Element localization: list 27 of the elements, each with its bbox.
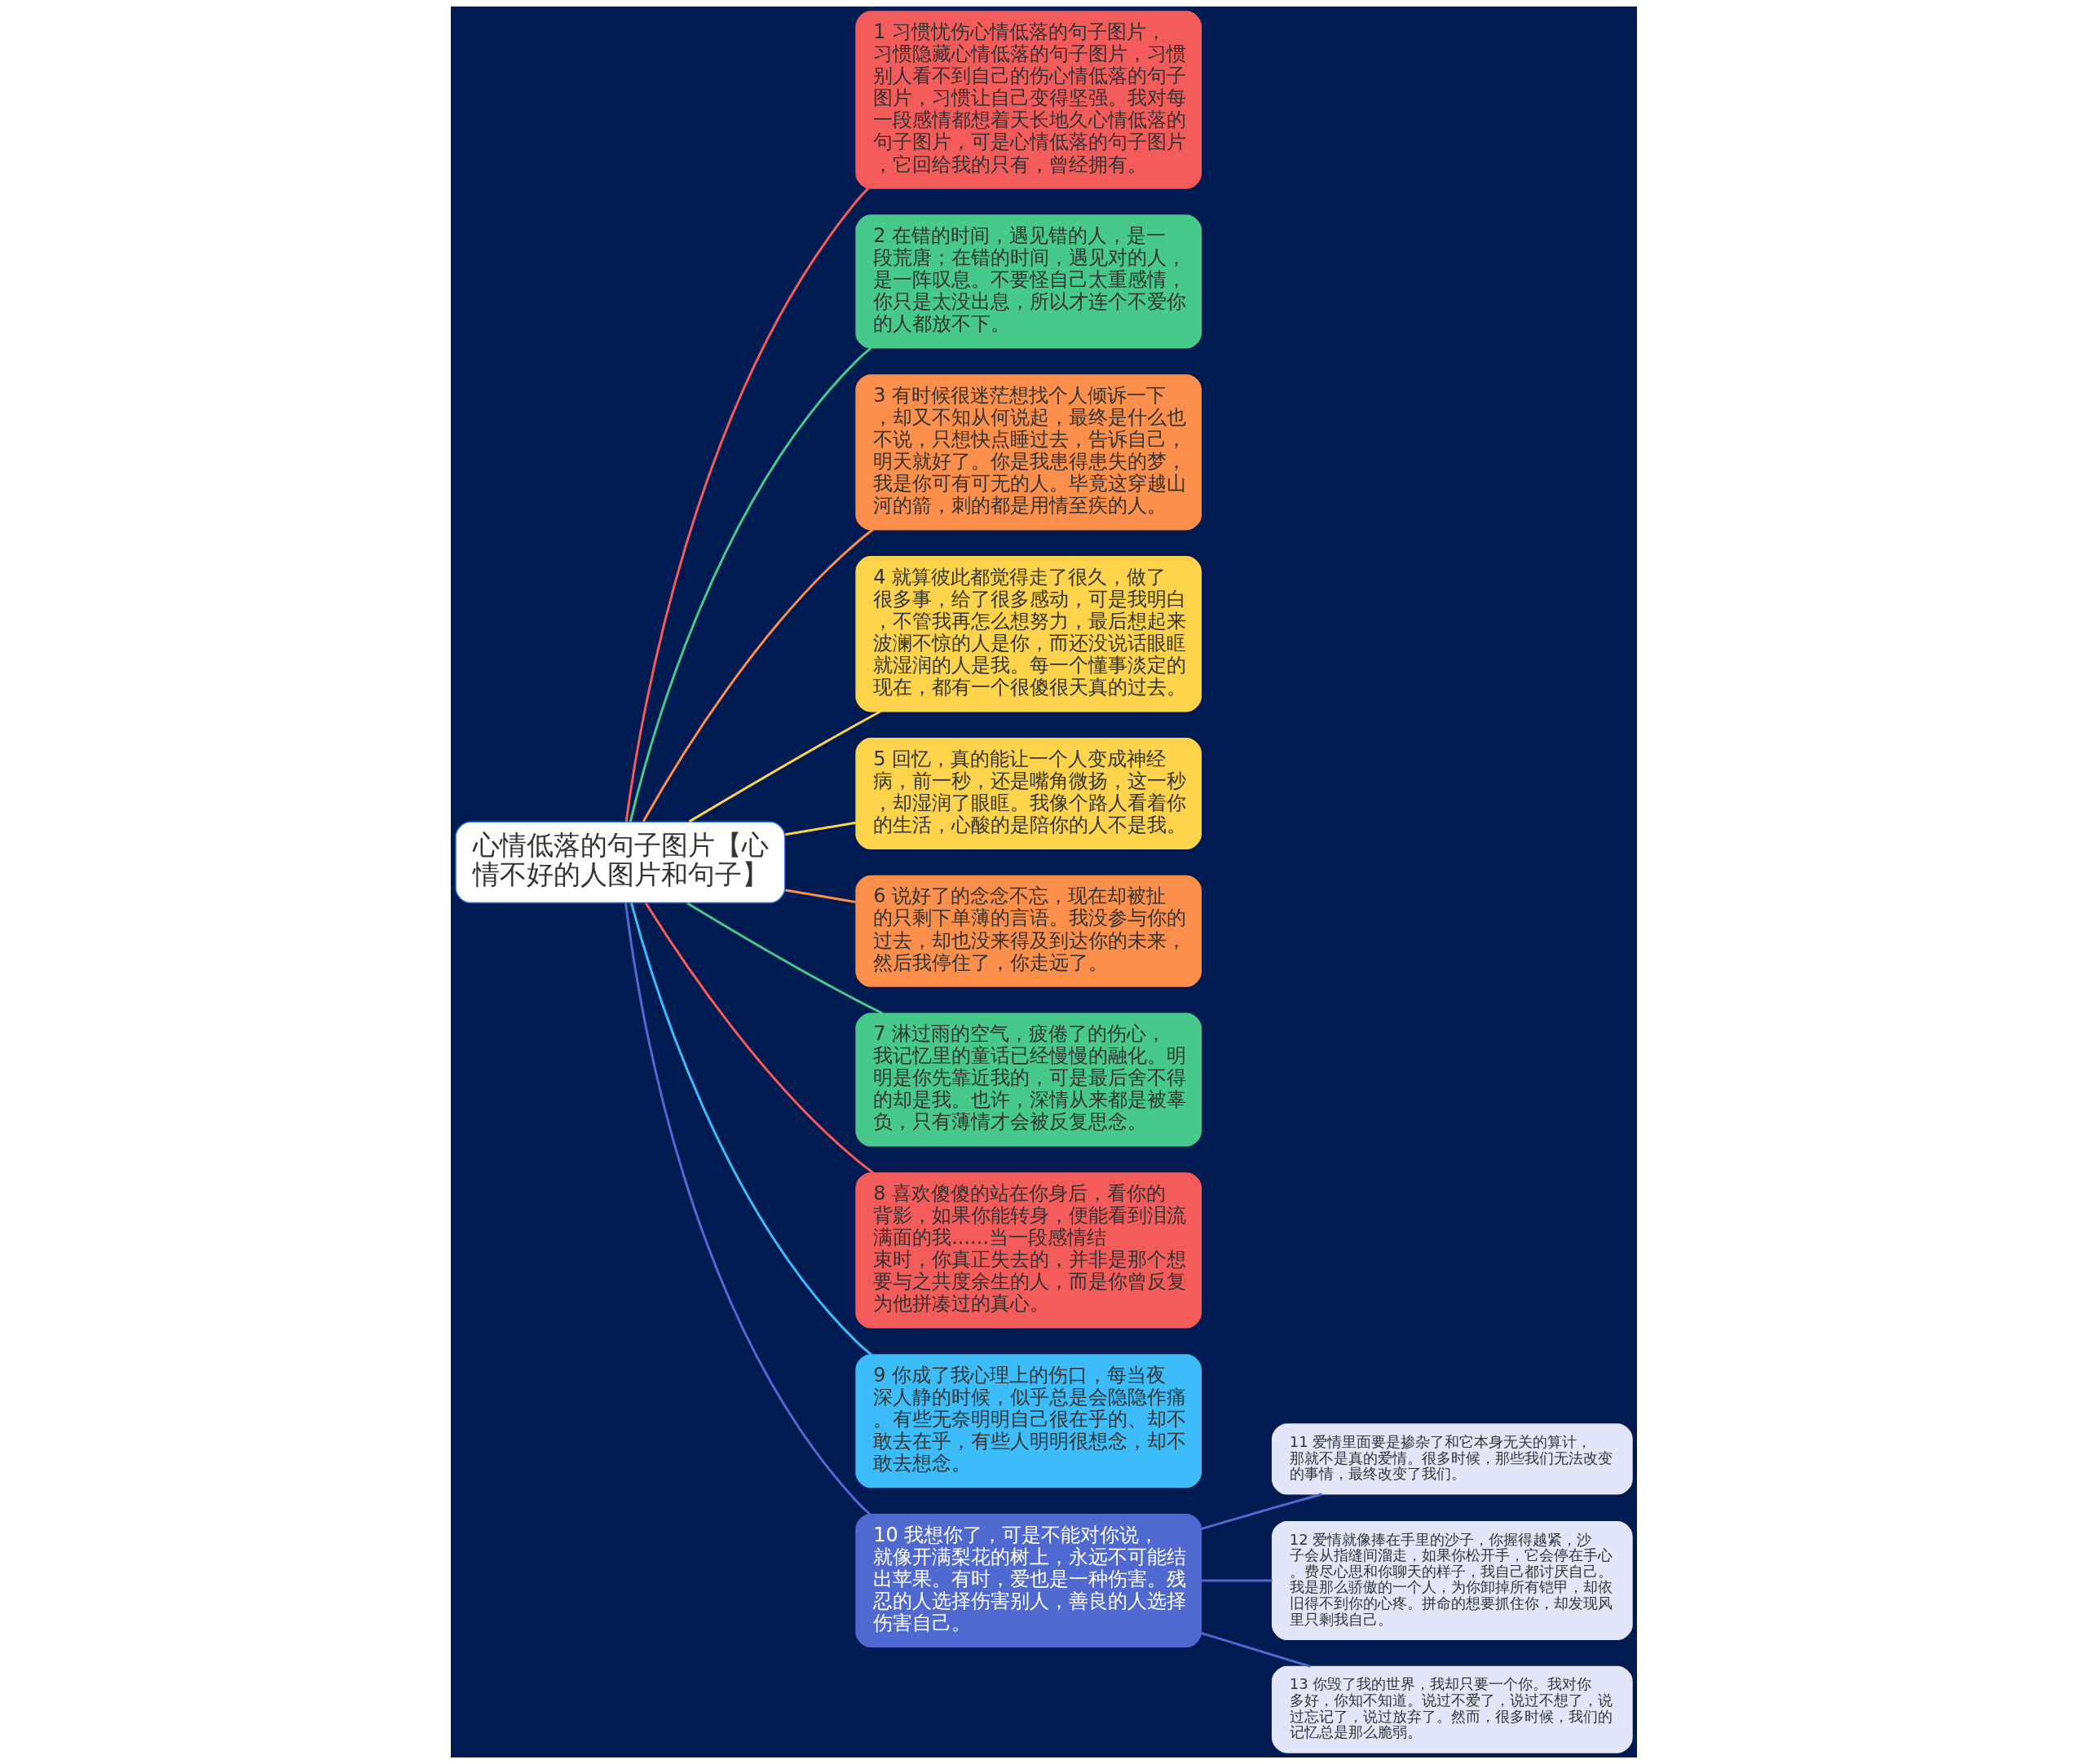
connector	[1200, 1631, 1311, 1668]
node-box: 2 在错的时间，遇见错的人，是一段荒唐；在错的时间，遇见对的人，是一阵叹息。不要怪自己太重感情，你只是太没出息，所以才连个不爱你的人都放不下。	[854, 214, 1202, 349]
connector	[688, 710, 881, 823]
node-box: 5 回忆，真的能让一个人变成神经病，前一秒，还是嘴角微扬，这一秒，却湿润了眼眶。我像个路人看着你的生活，心酸的是陪你的人不是我。	[854, 738, 1202, 850]
connector	[629, 902, 872, 1356]
connector	[629, 347, 871, 822]
node-box: 8 喜欢傻傻的站在你身后，看你的背影，如果你能转身，便能看到泪流满面的我......当一段感情结束时，你真正失去的，并非是那个想要与之共度余生的人，而是你曾反复为他拼凑过的真心。	[854, 1172, 1202, 1329]
node-box: 心情低落的句子图片【心情不好的人图片和句子】	[454, 821, 785, 904]
connector	[642, 528, 874, 822]
connector	[624, 187, 869, 822]
node-box: 10 我想你了，可是不能对你说，就像开满梨花的树上，永远不可能结出苹果。有时，爱也是一种伤害。残忍的人选择伤害别人，善良的人选择伤害自己。	[854, 1513, 1202, 1648]
node-box: 4 就算彼此都觉得走了很久，做了很多事，给了很多感动，可是我明白，不管我再怎么想努力，最后想起来波澜不惊的人是你，而还没说话眼眶就湿润的人是我。每一个懂事淡定的现在，都有一个很傻很天真的过去。	[854, 556, 1202, 712]
connector	[686, 902, 883, 1015]
node-box: 13 你毁了我的世界，我却只要一个你。我对你多好，你知不知道。说过不爱了，说过不想了，说过忘记了，说过放弃了。然而，很多时候，我们的记忆总是那么脆弱。	[1271, 1665, 1633, 1753]
connector	[784, 889, 856, 904]
node-box: 11 爱情里面要是掺杂了和它本身无关的算计，那就不是真的爱情。很多时候，那些我们无法改变的事情，最终改变了我们。	[1271, 1423, 1633, 1495]
connector	[624, 902, 871, 1515]
node-box: 1 习惯忧伤心情低落的句子图片，习惯隐藏心情低落的句子图片，习惯别人看不到自己的伤心情低落的句子图片，习惯让自己变得坚强。我对每一段感情都想着天长地久心情低落的句子图片，可是心情低落的句子图片，它回给我的只有，曾经拥有。	[854, 11, 1202, 189]
connector	[644, 902, 874, 1175]
node-box: 6 说好了的念念不忘，现在却被扯的只剩下单薄的言语。我没参与你的过去，却也没来得及到达你的未来，然后我停住了，你走远了。	[854, 875, 1202, 987]
node-box: 12 爱情就像捧在手里的沙子，你握得越紧，沙子会从指缝间溜走，如果你松开手，它会停在手心。费尽心思和你聊天的样子，我自己都讨厌自己。我是那么骄傲的一个人，为你卸掉所有铠甲，却依旧得不到你的心疼。拼命的想要抓住你，却发现风里只剩我自己。	[1271, 1521, 1633, 1641]
connector	[1200, 1493, 1322, 1531]
connector	[784, 821, 856, 836]
connector	[1200, 1579, 1273, 1582]
node-box: 7 淋过雨的空气，疲倦了的伤心，我记忆里的童话已经慢慢的融化。明明是你先靠近我的，可是最后舍不得的却是我。也许，深情从来都是被辜负，只有薄情才会被反复思念。	[854, 1012, 1202, 1147]
node-box: 3 有时候很迷茫想找个人倾诉一下，却又不知从何说起，最终是什么也不说，只想快点睡过去，告诉自己，明天就好了。你是我患得患失的梦，我是你可有可无的人。毕竟这穿越山河的箭，刺的都是用情至疾的人。	[854, 374, 1202, 531]
node-box: 9 你成了我心理上的伤口，每当夜深人静的时候，似乎总是会隐隐作痛。有些无奈明明自己很在乎的、却不敢去在乎，有些人明明很想念，却不敢去想念。	[854, 1354, 1202, 1488]
